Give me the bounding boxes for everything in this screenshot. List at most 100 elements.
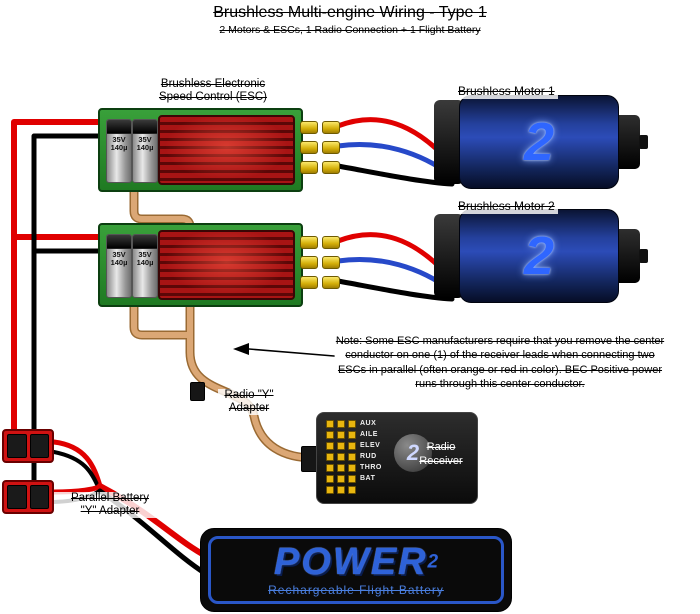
esc-note: Note: Some ESC manufacturers require tha… bbox=[335, 335, 665, 390]
esc-unit-1: 35V 140µ 35V 140µ bbox=[98, 108, 303, 192]
bullet-connector bbox=[322, 276, 340, 289]
capacitor-voltage: 35V bbox=[112, 135, 126, 144]
battery-brand-text: POWER bbox=[273, 541, 428, 583]
bullet-connector bbox=[322, 121, 340, 134]
receiver-name: Radio Receiver bbox=[408, 441, 474, 469]
bullet-connector-pair bbox=[300, 276, 340, 289]
capacitor-top bbox=[107, 120, 131, 134]
bullet-connector bbox=[322, 236, 340, 249]
radio-y-line1: Radio "Y" bbox=[224, 389, 274, 401]
capacitor-label: 35V 140µ bbox=[133, 251, 157, 267]
pin bbox=[326, 486, 334, 494]
receiver-channel-labels: AUX AILE ELEV RUD THRO BAT bbox=[360, 420, 382, 483]
connector-slot bbox=[29, 434, 49, 458]
bullet-connector bbox=[322, 161, 340, 174]
brushless-motor-1: 2 bbox=[434, 95, 650, 189]
motor-body: 2 bbox=[459, 209, 619, 303]
radio-y-line2: Adapter bbox=[228, 402, 270, 415]
pin bbox=[326, 431, 334, 439]
connector-slot bbox=[7, 485, 27, 509]
capacitor-voltage: 35V bbox=[138, 135, 152, 144]
battery-y-adapter-label: Parallel Battery "Y" Adapter bbox=[54, 492, 166, 519]
note-arrow-line bbox=[248, 348, 335, 357]
motor-logo: 2 bbox=[523, 112, 555, 172]
capacitor-voltage: 35V bbox=[138, 250, 152, 259]
bullet-connector-pair bbox=[300, 141, 340, 154]
capacitor-label: 35V 140µ bbox=[107, 136, 131, 152]
bullet-connector bbox=[300, 276, 318, 289]
capacitor-capacity: 140µ bbox=[110, 143, 128, 152]
capacitor: 35V 140µ bbox=[132, 119, 158, 183]
pin bbox=[337, 453, 345, 461]
bullet-connector bbox=[300, 121, 318, 134]
battery-tagline: Rechargeable Flight Battery bbox=[268, 583, 444, 597]
pin bbox=[348, 420, 356, 428]
servo-lead-esc2 bbox=[131, 304, 193, 338]
battery-brand-sup: 2 bbox=[427, 551, 439, 573]
pin bbox=[326, 453, 334, 461]
pin bbox=[348, 475, 356, 483]
capacitor-top bbox=[133, 235, 157, 249]
capacitor-capacity: 140µ bbox=[110, 258, 128, 267]
bullet-connector bbox=[322, 141, 340, 154]
pin bbox=[337, 486, 345, 494]
bullet-connector-pair bbox=[300, 256, 340, 269]
page-title: Brushless Multi-engine Wiring - Type 1 bbox=[213, 4, 487, 21]
connector-slot bbox=[7, 434, 27, 458]
page-subtitle: 2 Motors & ESCs, 1 Radio Connection + 1 … bbox=[219, 24, 481, 36]
motor-shaft-tip bbox=[639, 135, 648, 149]
y-adapter-connector bbox=[190, 382, 205, 401]
power-wire-red-esc1 bbox=[11, 119, 103, 449]
motor2-label: Brushless Motor 2 bbox=[455, 199, 558, 214]
receiver-logo: 2 bbox=[394, 434, 432, 472]
capacitor: 35V 140µ bbox=[106, 234, 132, 298]
bullet-connector-pair bbox=[300, 121, 340, 134]
esc-label-line1: Brushless Electronic bbox=[160, 78, 266, 90]
pin bbox=[326, 475, 334, 483]
battery-connector-2 bbox=[2, 480, 54, 514]
bullet-connector bbox=[300, 141, 318, 154]
battery-y-black-a bbox=[52, 450, 101, 491]
battery-connector-1 bbox=[2, 429, 54, 463]
capacitor-top bbox=[133, 120, 157, 134]
capacitor: 35V 140µ bbox=[132, 234, 158, 298]
bullet-connector-pair bbox=[300, 161, 340, 174]
capacitor-label: 35V 140µ bbox=[107, 251, 131, 267]
motor-shaft-tip bbox=[639, 249, 648, 263]
channel-label: BAT bbox=[360, 475, 376, 482]
capacitor-label: 35V 140µ bbox=[133, 136, 157, 152]
receiver-pin-grid bbox=[326, 420, 356, 494]
connector-slot bbox=[29, 485, 49, 509]
channel-label: AUX bbox=[360, 420, 377, 427]
bullet-connector bbox=[322, 256, 340, 269]
flight-battery: POWER2 Rechargeable Flight Battery bbox=[200, 528, 512, 612]
pin bbox=[337, 420, 345, 428]
capacitor-capacity: 140µ bbox=[136, 143, 154, 152]
heatsink bbox=[158, 115, 295, 185]
motor-body: 2 bbox=[459, 95, 619, 189]
capacitor-capacity: 140µ bbox=[136, 258, 154, 267]
bullet-connector bbox=[300, 161, 318, 174]
pin bbox=[348, 431, 356, 439]
brushless-motor-2: 2 bbox=[434, 209, 650, 303]
esc-label: Brushless Electronic Speed Control (ESC) bbox=[128, 78, 298, 105]
motor-logo: 2 bbox=[523, 226, 555, 286]
channel-label: RUD bbox=[360, 453, 377, 460]
battery-y-line1: Parallel Battery bbox=[71, 492, 149, 504]
radio-y-adapter-label: Radio "Y" Adapter bbox=[218, 389, 280, 416]
bullet-connector bbox=[300, 256, 318, 269]
bullet-connector bbox=[300, 236, 318, 249]
esc-unit-2: 35V 140µ 35V 140µ bbox=[98, 223, 303, 307]
receiver-name-line1: Radio bbox=[426, 441, 456, 453]
pin bbox=[348, 442, 356, 450]
pin bbox=[337, 442, 345, 450]
battery-y-red-a bbox=[51, 439, 103, 489]
pin bbox=[337, 431, 345, 439]
pin bbox=[337, 464, 345, 472]
battery-y-line2: "Y" Adapter bbox=[80, 505, 140, 518]
battery-brand: POWER2 bbox=[274, 543, 438, 581]
receiver-name-line2: Receiver bbox=[419, 454, 463, 467]
channel-label: THRO bbox=[360, 464, 382, 471]
channel-label: AILE bbox=[360, 431, 378, 438]
